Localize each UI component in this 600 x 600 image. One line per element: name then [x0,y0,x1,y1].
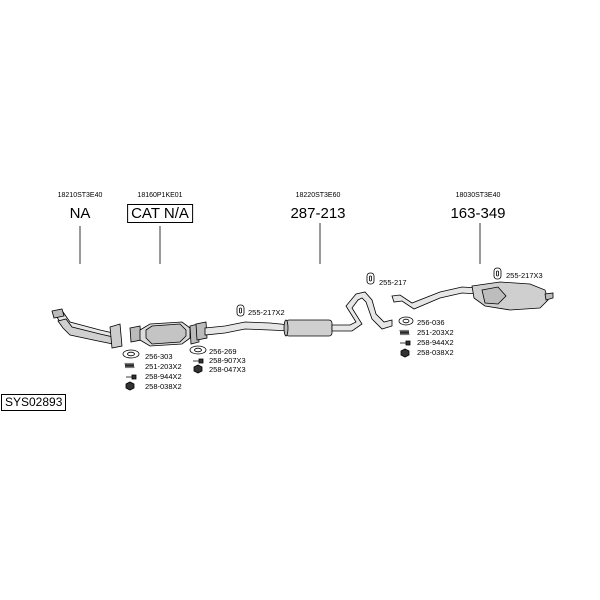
fitting-label[interactable]: 255-217X3 [506,271,543,280]
nut-icon [125,381,135,391]
centre-silencer-assembly [195,291,393,341]
spring-icon [124,362,135,369]
fitting-label[interactable]: 251-203X2 [417,328,454,337]
spring-icon [399,329,410,336]
fitting-label[interactable]: 255-217 [379,278,407,287]
bolt-icon [193,358,204,364]
fitting-label[interactable]: 255-217X2 [248,308,285,317]
fitting-label[interactable]: 258-038X2 [145,382,182,391]
fitting-label[interactable]: 256-303 [145,352,173,361]
rear-silencer-assembly [391,281,554,311]
fittings-group-1-icons [122,349,140,391]
fitting-label[interactable]: 258-907X3 [209,356,246,365]
catalytic-converter [129,321,200,347]
fitting-label[interactable]: 258-047X3 [209,365,246,374]
fittings-group-5-icons [398,316,414,358]
oem-number-front-pipe: 18210ST3E40 [57,192,103,199]
bolt-icon [126,374,137,380]
part-number-catalyst[interactable]: CAT N/A [127,204,193,223]
part-number-centre-silencer[interactable]: 287-213 [290,205,346,222]
fittings-group-2-icons [189,345,207,374]
nut-icon [400,348,410,358]
part-number-rear-silencer[interactable]: 163-349 [450,205,506,222]
nut-icon [193,364,203,374]
rubber-hanger-icon [236,267,502,317]
oem-number-catalyst: 18160P1KE01 [137,192,183,199]
front-pipe [51,308,123,349]
fitting-label[interactable]: 251-203X2 [145,362,182,371]
fitting-label[interactable]: 256-036 [417,318,445,327]
oem-number-centre-silencer: 18220ST3E60 [295,192,341,199]
fitting-label[interactable]: 256-269 [209,347,237,356]
oem-number-rear-silencer: 18030ST3E40 [455,192,501,199]
fitting-label[interactable]: 258-944X2 [417,338,454,347]
fitting-label[interactable]: 258-944X2 [145,372,182,381]
system-code: SYS02893 [1,394,67,411]
fitting-label[interactable]: 258-038X2 [417,348,454,357]
bolt-icon [400,340,411,346]
part-number-front-pipe[interactable]: NA [69,205,91,222]
